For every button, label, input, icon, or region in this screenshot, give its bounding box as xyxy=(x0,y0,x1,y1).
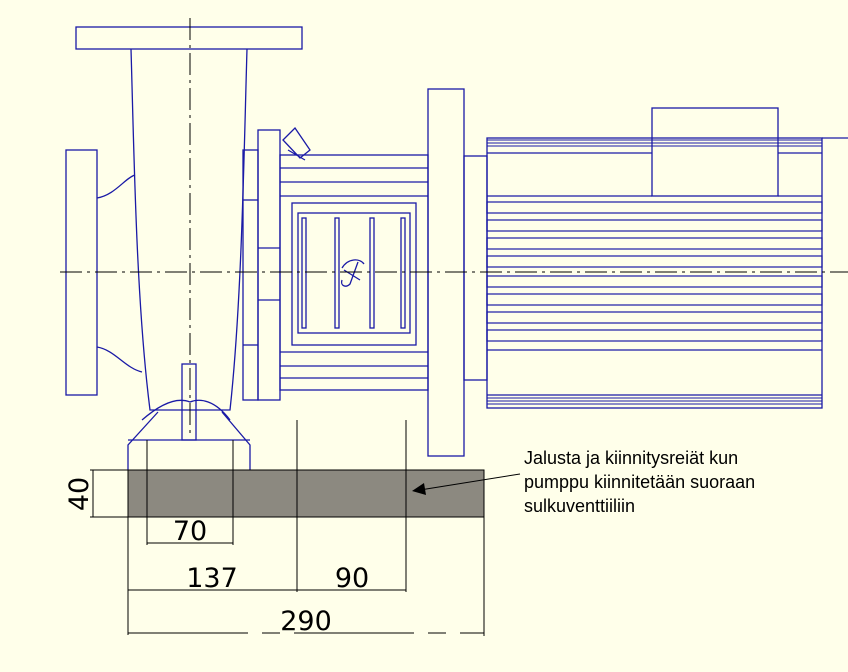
cooling-fin xyxy=(486,255,823,268)
dimension-lines xyxy=(90,420,521,636)
note-line-3: sulkuventtiiliin xyxy=(524,496,635,516)
pump-foot xyxy=(127,411,251,470)
base-plate xyxy=(127,469,485,518)
drain-plug xyxy=(181,363,197,441)
dimension-137: 137 xyxy=(186,563,238,594)
dimension-70: 70 xyxy=(173,516,207,547)
cooling-fin xyxy=(486,329,823,342)
discharge-flange xyxy=(75,26,303,50)
motor-cooling-fins xyxy=(486,201,823,342)
mounting-note: Jalusta ja kiinnitysreiät kun pumppu kii… xyxy=(524,448,755,516)
note-line-2: pumppu kiinnitetään suoraan xyxy=(524,472,755,492)
center-lines xyxy=(60,18,848,438)
motor-body xyxy=(486,137,823,409)
cooling-fin xyxy=(486,201,823,214)
manufacturer-logo xyxy=(340,259,365,287)
motor-stripes xyxy=(487,139,822,405)
cooling-fin xyxy=(486,237,823,250)
dimension-90: 90 xyxy=(335,563,369,594)
bearing-housing xyxy=(242,149,259,401)
note-line-1: Jalusta ja kiinnitysreiät kun xyxy=(524,448,738,468)
cooling-fin xyxy=(486,311,823,324)
cooling-fin xyxy=(486,219,823,232)
terminal-box xyxy=(651,107,779,197)
pump-body xyxy=(65,26,848,470)
cooling-fin xyxy=(486,293,823,306)
leader-arrowhead xyxy=(412,483,426,495)
note-leader-line xyxy=(419,473,521,491)
cooling-fin xyxy=(486,275,823,288)
dimension-290: 290 xyxy=(280,606,332,637)
volute-casing xyxy=(130,48,248,411)
dimension-40: 40 xyxy=(64,477,95,511)
